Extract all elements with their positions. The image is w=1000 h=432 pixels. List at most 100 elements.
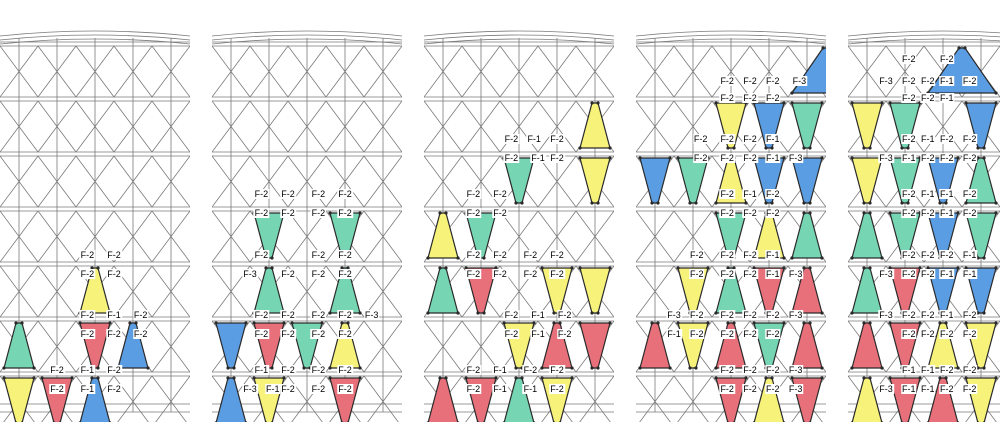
panel-type-label: F-2 bbox=[961, 76, 978, 87]
anchor-point bbox=[444, 376, 448, 380]
anchor-point bbox=[994, 321, 998, 325]
anchor-point bbox=[862, 376, 866, 380]
panel-type-label: F-1 bbox=[492, 384, 508, 395]
panel-type-label: F-3 bbox=[791, 76, 808, 87]
anchor-point bbox=[808, 146, 812, 150]
anchor-point bbox=[608, 266, 612, 270]
anchor-point bbox=[14, 321, 18, 325]
anchor-point bbox=[96, 376, 100, 380]
anchor-point bbox=[994, 266, 998, 270]
panel-type-label: F-2 bbox=[132, 329, 149, 340]
yellow-panel bbox=[753, 377, 785, 422]
panel-type-label: F-2 bbox=[337, 384, 353, 395]
anchor-point bbox=[744, 201, 748, 205]
panel-type-label: F-2 bbox=[692, 134, 709, 144]
anchor-point bbox=[994, 376, 998, 380]
anchor-point bbox=[214, 321, 218, 325]
panel-type-label: F-2 bbox=[901, 310, 917, 320]
anchor-point bbox=[290, 321, 294, 325]
anchor-point bbox=[726, 321, 730, 325]
anchor-point bbox=[963, 46, 967, 50]
anchor-point bbox=[578, 266, 582, 270]
structural-wireframe bbox=[0, 30, 190, 422]
anchor-point bbox=[444, 266, 448, 270]
anchor-point bbox=[802, 201, 806, 205]
anchor-point bbox=[482, 311, 486, 315]
anchor-point bbox=[770, 376, 774, 380]
anchor-point bbox=[790, 91, 794, 95]
anchor-point bbox=[918, 376, 922, 380]
panel-type-label: F-2 bbox=[337, 268, 353, 279]
anchor-point bbox=[520, 201, 524, 205]
anchor-point bbox=[888, 101, 892, 105]
anchor-point bbox=[900, 146, 904, 150]
facade-drawing bbox=[636, 30, 826, 422]
panel-type-label: F-1 bbox=[492, 365, 508, 375]
panel-type-label: F-2 bbox=[549, 365, 565, 375]
anchor-point bbox=[926, 421, 930, 422]
panel-type-label: F-2 bbox=[901, 329, 917, 340]
panel-type-label: F-2 bbox=[901, 134, 917, 144]
panel-type-label: F-1 bbox=[765, 134, 781, 144]
green-panel bbox=[503, 377, 535, 422]
anchor-point bbox=[540, 266, 544, 270]
anchor-point bbox=[850, 366, 854, 370]
red-panel bbox=[427, 377, 459, 422]
green-panel bbox=[791, 212, 823, 259]
anchor-point bbox=[596, 366, 600, 370]
anchor-point bbox=[252, 321, 256, 325]
anchor-point bbox=[938, 201, 942, 205]
anchor-point bbox=[2, 366, 6, 370]
anchor-point bbox=[608, 146, 612, 150]
anchor-point bbox=[850, 101, 854, 105]
panel-type-label: F-2 bbox=[522, 249, 539, 260]
panel-type-label: F-2 bbox=[901, 249, 917, 260]
anchor-point bbox=[880, 101, 884, 105]
anchor-point bbox=[302, 366, 306, 370]
anchor-point bbox=[982, 256, 986, 260]
panel-type-label: F-2 bbox=[939, 153, 955, 164]
anchor-point bbox=[438, 376, 442, 380]
red-panel bbox=[851, 322, 883, 369]
panel-type-label: F-3 bbox=[787, 310, 804, 320]
anchor-point bbox=[532, 421, 536, 422]
panel-type-label: F-2 bbox=[310, 310, 327, 320]
anchor-point bbox=[850, 156, 854, 160]
anchor-point bbox=[226, 366, 230, 370]
anchor-point bbox=[58, 421, 62, 422]
anchor-point bbox=[790, 101, 794, 105]
panel-type-label: F-2 bbox=[492, 268, 508, 279]
panel-type-label: F-2 bbox=[253, 249, 270, 260]
anchor-point bbox=[552, 321, 556, 325]
panel-type-label: F-2 bbox=[742, 384, 758, 395]
panel-type-label: F-2 bbox=[719, 153, 735, 164]
panel-type-label: F-2 bbox=[310, 249, 327, 260]
panel-type-label: F-2 bbox=[742, 365, 758, 375]
anchor-point bbox=[956, 421, 960, 422]
anchor-point bbox=[214, 421, 218, 422]
anchor-point bbox=[850, 421, 854, 422]
anchor-point bbox=[688, 366, 692, 370]
panel-type-label: F-2 bbox=[742, 92, 758, 103]
panel-type-label: F-1 bbox=[901, 384, 917, 395]
anchor-point bbox=[270, 266, 274, 270]
panel-type-label: F-2 bbox=[549, 153, 565, 164]
anchor-point bbox=[732, 321, 736, 325]
anchor-point bbox=[456, 421, 460, 422]
panel-type-label: F-3 bbox=[242, 268, 258, 279]
anchor-point bbox=[752, 321, 756, 325]
panel-type-label: F-2 bbox=[692, 153, 709, 164]
panel-type-label: F-2 bbox=[556, 329, 573, 340]
panel-shapes bbox=[214, 211, 362, 422]
panel-type-label: F-2 bbox=[280, 268, 296, 279]
panel-type-label: F-2 bbox=[503, 329, 520, 340]
anchor-point bbox=[456, 311, 460, 315]
anchor-point bbox=[956, 266, 960, 270]
panel-type-label: F-1 bbox=[530, 329, 546, 340]
panel-type-label: F-2 bbox=[939, 134, 955, 144]
anchor-point bbox=[328, 376, 332, 380]
anchor-point bbox=[40, 376, 44, 380]
